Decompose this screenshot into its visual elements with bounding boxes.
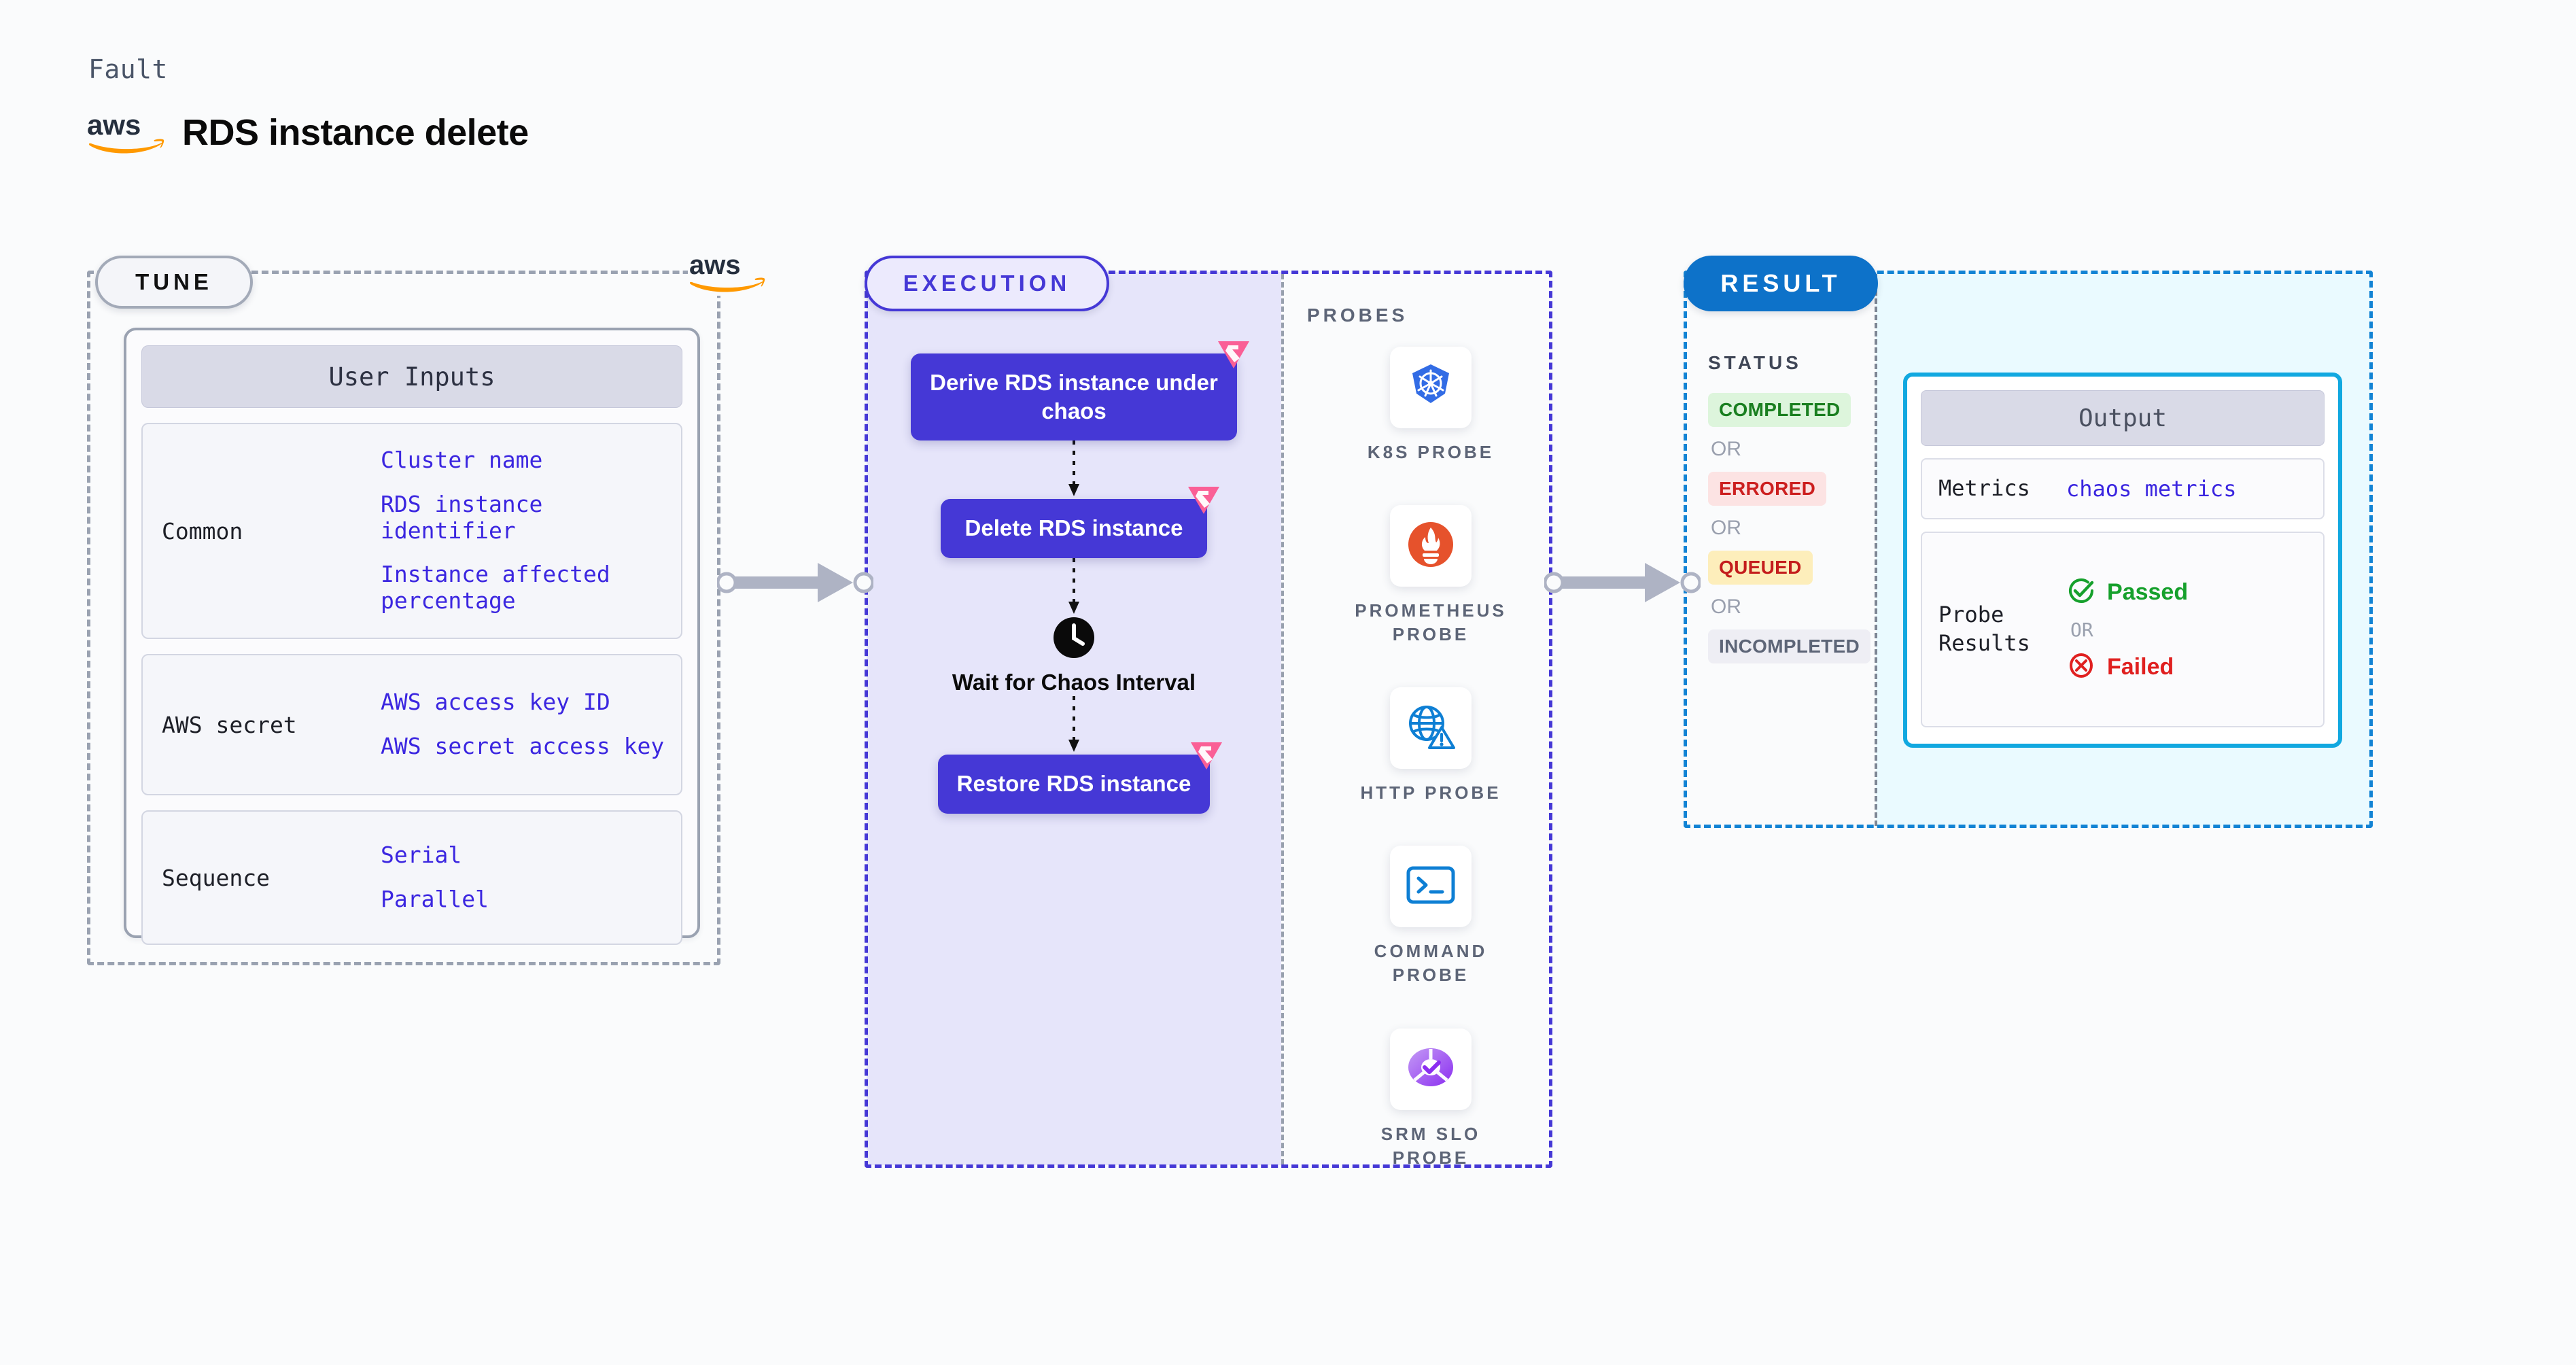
svg-text:aws: aws xyxy=(87,109,141,141)
probe-tile xyxy=(1390,846,1472,928)
status-or: OR xyxy=(1711,517,1741,539)
fault-kicker: Fault xyxy=(88,54,168,84)
x-circle-icon xyxy=(2066,651,2096,684)
execution-step-derive[interactable]: Derive RDS instance under chaos xyxy=(911,341,1249,441)
probe-result-failed[interactable]: Failed xyxy=(2066,651,2188,684)
input-group-label: Common xyxy=(162,517,243,545)
probe-label: SRM SLO PROBE xyxy=(1380,1123,1481,1168)
probe-command[interactable]: COMMAND PROBE xyxy=(1312,846,1550,987)
probe-http[interactable]: HTTP PROBE xyxy=(1312,687,1550,805)
litmus-icon xyxy=(1184,483,1222,517)
input-value[interactable]: AWS secret access key xyxy=(381,733,665,759)
tune-panel xyxy=(87,271,720,965)
arrow-tune-to-execution xyxy=(716,552,875,617)
execution-step-wait[interactable]: Wait for Chaos Interval xyxy=(911,617,1237,697)
status-title: STATUS xyxy=(1708,352,1802,373)
probe-result-or: OR xyxy=(2070,618,2093,641)
input-value[interactable]: Instance affected percentage xyxy=(381,561,610,615)
output-metrics-value[interactable]: chaos metrics xyxy=(2066,476,2237,502)
user-inputs-title: User Inputs xyxy=(141,345,682,408)
flow-connector xyxy=(911,696,1237,755)
flow-connector xyxy=(911,557,1237,617)
probe-srm-slo[interactable]: SRM SLO PROBE xyxy=(1312,1028,1550,1170)
probe-label: PROMETHEUS PROBE xyxy=(1355,600,1507,645)
page-title: RDS instance delete xyxy=(182,112,529,153)
terminal-icon xyxy=(1405,864,1457,910)
input-group-values: Cluster name RDS instance identifier Ins… xyxy=(381,447,681,615)
result-section-pill[interactable]: RESULT xyxy=(1684,256,1878,311)
output-row-probe-results: Probe Results Passed OR xyxy=(1921,532,2325,727)
http-globe-icon xyxy=(1405,703,1457,754)
page-title-row: aws RDS instance delete xyxy=(87,109,529,156)
litmus-icon xyxy=(1187,738,1225,772)
execution-section-pill[interactable]: EXECUTION xyxy=(865,256,1109,311)
probe-label: COMMAND PROBE xyxy=(1374,941,1488,986)
result-divider xyxy=(1875,274,1877,826)
probe-tile xyxy=(1390,687,1472,770)
input-value[interactable]: AWS access key ID xyxy=(381,689,610,716)
status-or: OR xyxy=(1711,438,1741,460)
execution-step-delete[interactable]: Delete RDS instance xyxy=(941,487,1219,558)
srm-slo-icon xyxy=(1406,1045,1456,1093)
probe-result-label: Failed xyxy=(2107,653,2174,680)
status-badge-completed[interactable]: COMPLETED xyxy=(1708,393,1851,427)
result-panel xyxy=(1684,271,2373,828)
status-badge-queued[interactable]: QUEUED xyxy=(1708,551,1813,585)
probes-list: K8S PROBE PROMETHEUS PROBE xyxy=(1312,347,1550,1170)
probes-title: PROBES xyxy=(1307,305,1408,326)
probes-divider xyxy=(1281,274,1284,1164)
input-value[interactable]: Cluster name xyxy=(381,446,543,473)
input-group-common: Common Cluster name RDS instance identif… xyxy=(141,423,682,639)
execution-panel xyxy=(865,271,1552,1168)
flow-connector xyxy=(911,440,1237,499)
input-group-label: Sequence xyxy=(162,864,270,891)
probe-result-label: Passed xyxy=(2107,578,2189,605)
probe-k8s[interactable]: K8S PROBE xyxy=(1312,347,1550,464)
execution-step-label: Wait for Chaos Interval xyxy=(952,669,1196,695)
output-metrics-label: Metrics xyxy=(1938,475,2030,502)
svg-text:aws: aws xyxy=(689,250,741,280)
status-list: COMPLETED OR ERRORED OR QUEUED OR INCOMP… xyxy=(1708,393,1871,663)
probe-tile xyxy=(1390,347,1472,428)
probe-label: K8S PROBE xyxy=(1367,442,1495,462)
status-or: OR xyxy=(1711,595,1741,618)
clock-icon xyxy=(1053,617,1095,659)
input-group-sequence: Sequence Serial Parallel xyxy=(141,810,682,945)
input-group-values: Serial Parallel xyxy=(381,842,505,913)
output-probe-results-label: Probe Results xyxy=(1938,602,2030,656)
input-value[interactable]: RDS instance identifier xyxy=(381,490,543,544)
probe-tile xyxy=(1390,505,1472,587)
execution-step-label: Delete RDS instance xyxy=(964,515,1183,541)
probe-result-passed[interactable]: Passed xyxy=(2066,576,2188,609)
probe-prometheus[interactable]: PROMETHEUS PROBE xyxy=(1312,505,1550,646)
probe-label: HTTP PROBE xyxy=(1360,782,1501,804)
execution-flow: Derive RDS instance under chaos Delete R… xyxy=(911,341,1249,814)
execution-step-label: Restore RDS instance xyxy=(956,771,1191,797)
prometheus-icon xyxy=(1406,519,1456,573)
user-inputs-card: User Inputs Common Cluster name RDS inst… xyxy=(124,328,700,945)
probe-tile xyxy=(1390,1028,1472,1110)
execution-step-label: Derive RDS instance under chaos xyxy=(930,370,1218,424)
input-value[interactable]: Serial xyxy=(381,842,462,869)
litmus-icon xyxy=(1214,337,1252,371)
aws-logo: aws xyxy=(87,109,167,156)
aws-logo-badge: aws xyxy=(688,247,768,296)
probe-results-values: Passed OR Failed xyxy=(2066,576,2188,684)
kubernetes-icon xyxy=(1406,361,1456,415)
status-badge-incompleted[interactable]: INCOMPLETED xyxy=(1708,629,1871,663)
input-group-values: AWS access key ID AWS secret access key xyxy=(381,689,680,760)
input-group-aws-secret: AWS secret AWS access key ID AWS secret … xyxy=(141,654,682,795)
execution-step-restore[interactable]: Restore RDS instance xyxy=(938,742,1222,814)
status-badge-errored[interactable]: ERRORED xyxy=(1708,472,1827,506)
tune-section-pill[interactable]: TUNE xyxy=(95,256,253,309)
output-title: Output xyxy=(1921,390,2325,446)
input-group-label: AWS secret xyxy=(162,711,297,738)
arrow-execution-to-result xyxy=(1543,552,1702,617)
output-row-metrics: Metrics chaos metrics xyxy=(1921,458,2325,519)
output-card: Output Metrics chaos metrics Probe Resul… xyxy=(1903,373,2342,748)
check-circle-icon xyxy=(2066,576,2096,609)
input-value[interactable]: Parallel xyxy=(381,886,489,912)
